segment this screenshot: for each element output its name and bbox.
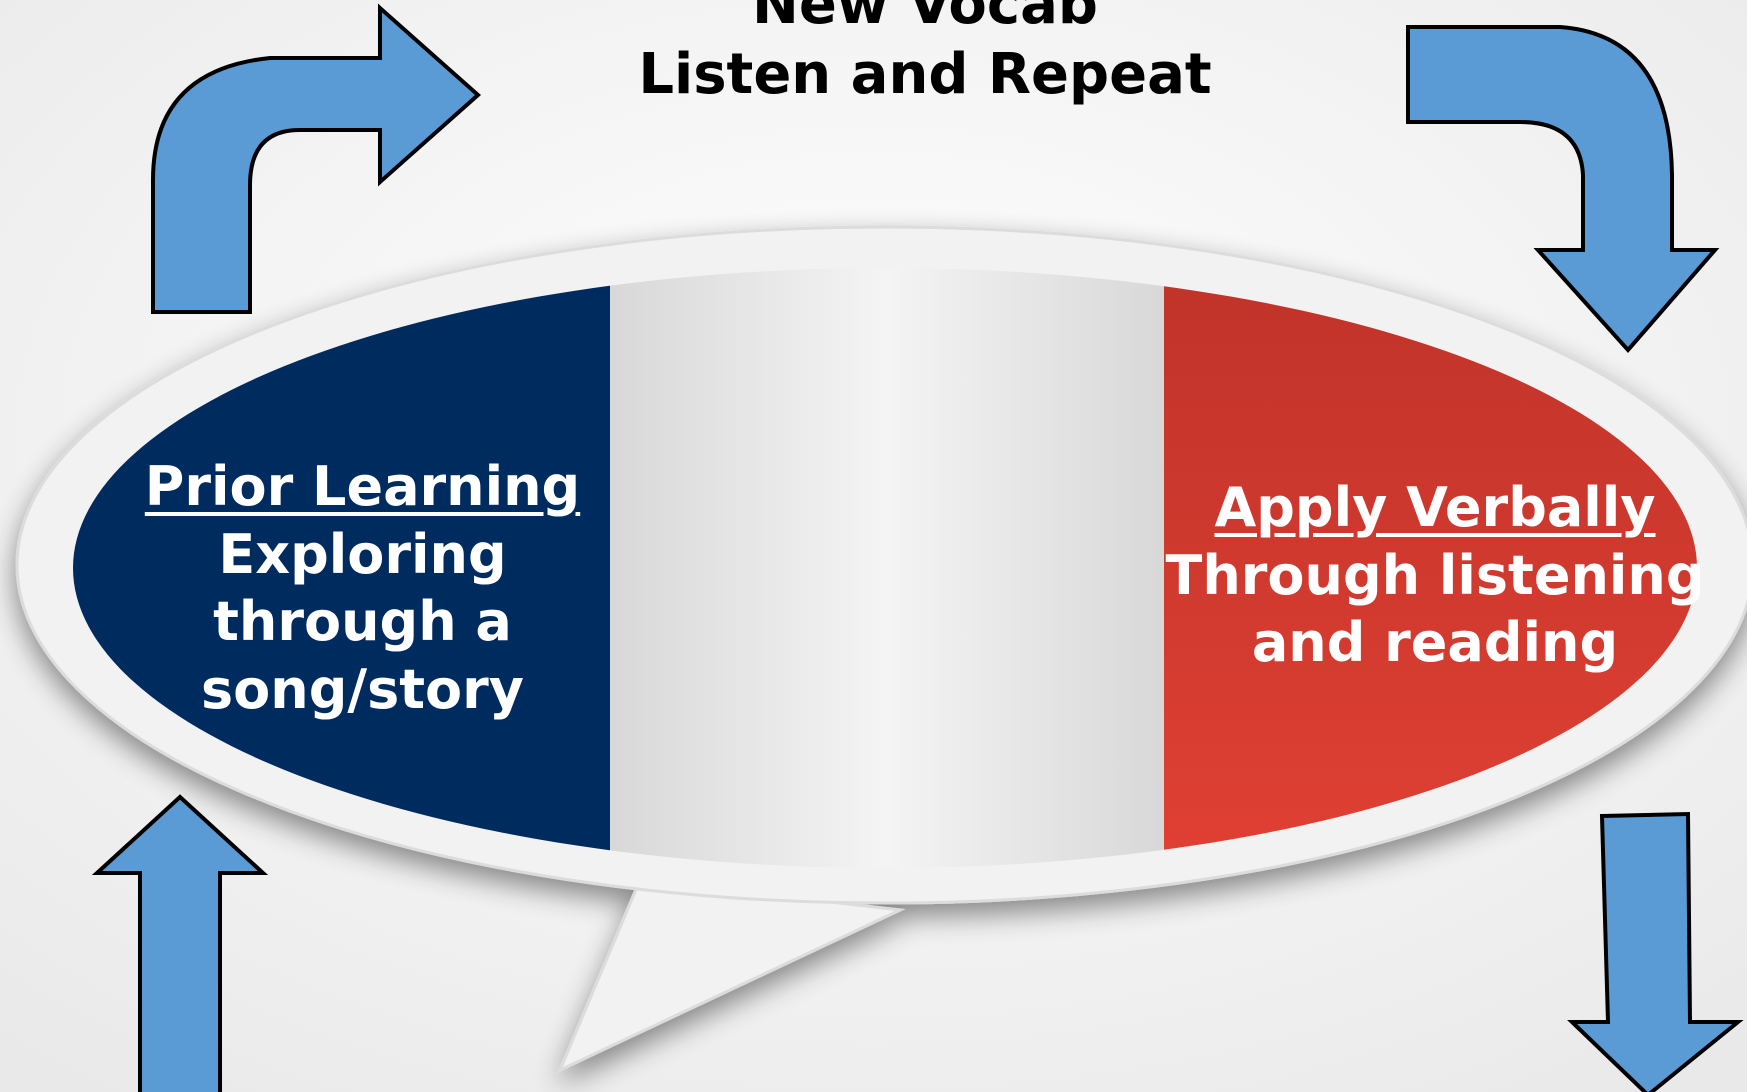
left-step-line: through a	[213, 590, 512, 653]
right-step-line: and reading	[1251, 611, 1619, 674]
curved-arrow-right-down-icon	[1406, 25, 1720, 354]
flag-white-band	[610, 268, 1164, 868]
right-step-line: Through listening	[1165, 543, 1705, 607]
left-step-line: Exploring	[218, 522, 507, 586]
left-step-heading: Prior Learning	[144, 455, 581, 518]
right-step-heading: Apply Verbally	[1214, 476, 1656, 539]
right-step-label: Apply Verbally Through listening and rea…	[1160, 474, 1710, 677]
arrow-up-icon	[91, 794, 269, 1092]
left-step-line: song/story	[201, 657, 524, 721]
top-step-label: New Vocab Listen and Repeat	[560, 0, 1290, 110]
french-flag	[73, 268, 1697, 868]
top-step-text: Listen and Repeat	[638, 42, 1212, 107]
curved-arrow-up-right-icon	[151, 3, 482, 314]
left-step-label: Prior Learning Exploring through a song/…	[120, 453, 605, 723]
top-step-heading: New Vocab	[752, 0, 1098, 37]
arrow-down-icon	[1567, 811, 1744, 1092]
